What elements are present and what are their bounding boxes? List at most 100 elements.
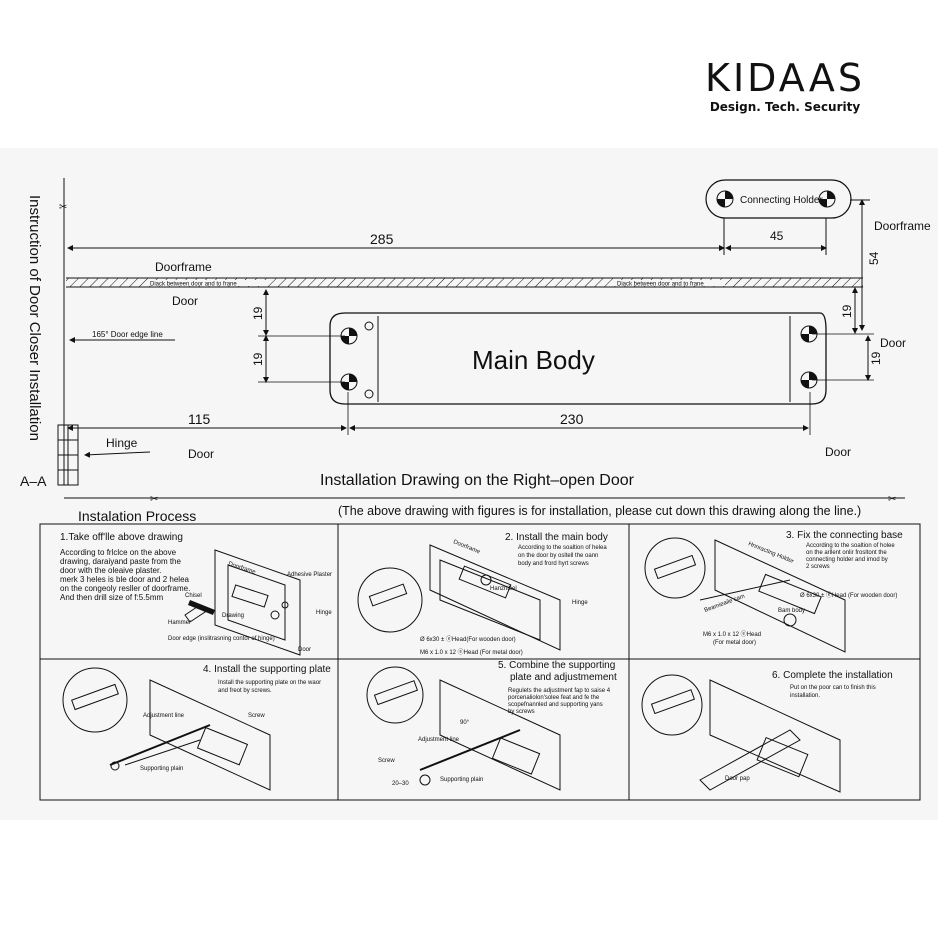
step-3-desc-line: 2 screws (806, 564, 830, 570)
step-1-panel: 1.Take off'lle above drawing According t… (60, 532, 332, 656)
step-4-label-screw: Screw (248, 713, 265, 719)
step-2-label-doorframe: Doorframe (452, 539, 481, 555)
step-1-desc-line: According to frlclce on the above (60, 548, 177, 557)
step-5-label-plate: Supporting plain (440, 777, 483, 783)
step-5-label-adjust: Adjustment line (418, 737, 460, 743)
step-3-label-holder: Hnnracting Holder (747, 541, 794, 565)
step-6-label-cap: Door pap (725, 776, 750, 782)
step-3-desc-line: According to the soaltion of holee (806, 543, 895, 549)
brand-tagline: Design. Tech. Security (709, 100, 861, 114)
dimension-19-right-bottom: 19 (869, 351, 883, 365)
gap-note-right: Diack between door and to frane (617, 282, 704, 288)
step-2-desc-line: on the door by osltell the oann (518, 553, 598, 559)
step-1-label-hinge: Hinge (316, 610, 332, 616)
step-2-title: 2. Install the main body (505, 532, 608, 543)
step-5-desc-line: porcenaliolon'solee feat and fe the (508, 695, 600, 701)
step-3-title: 3. Fix the connecting base (786, 530, 903, 541)
scissors-icon-right: ✂ (888, 494, 896, 505)
connecting-holder: Connecting Holder (705, 179, 852, 219)
instruction-sheet (0, 148, 938, 820)
step-6-panel: 6. Complete the installation Put on the … (641, 670, 893, 793)
dimension-19-left-bottom: 19 (251, 352, 265, 366)
brand-name: KIDAAS (705, 56, 865, 100)
dimension-230: 230 (560, 411, 584, 427)
dimension-115: 115 (188, 411, 211, 427)
step-2-desc-line: According to the soaltion of helea (518, 545, 607, 551)
step-3-label-wooden: Ø 6x30 ± ⓔHead (For wooden door) (800, 591, 897, 599)
step-4-panel: 4. Install the supporting plate Install … (62, 664, 331, 791)
step-5-desc-line: Regulets the adjustment fap to saise 4 (508, 688, 611, 694)
step-5-title-2: plate and adjustmement (510, 672, 617, 683)
scissors-icon-left: ✂ (150, 494, 158, 505)
cut-note: (The above drawing with figures is for i… (338, 504, 861, 518)
dimension-19-right-top: 19 (840, 304, 854, 318)
process-title: Instalation Process (78, 508, 196, 524)
step-2-panel: 2. Install the main body According to th… (357, 532, 608, 656)
step-1-label-drawing: Drawing (222, 613, 244, 619)
doorframe-label: Doorframe (155, 260, 212, 274)
dimension-285: 285 (370, 231, 394, 247)
step-4-label-adjust: Adjustment line (143, 713, 185, 719)
step-1-desc-line: on the congeoly resller of doorframe. (60, 584, 190, 593)
step-3-label-metal-head: M6 x 1.0 x 12 ⓔHead (703, 630, 761, 638)
step-1-label-adhesive: Adhesive Plaster (287, 572, 332, 578)
step-1-desc-line: merk 3 heles is ble door and 2 helea (60, 575, 190, 584)
step-2-label-mainbody: Hanznibel (490, 586, 517, 592)
scissors-icon: ✂ (59, 202, 67, 213)
step-4-desc-line: and freot by screws. (218, 688, 272, 694)
step-5-label-screw: Screw (378, 758, 395, 764)
door-bottom-right-label: Door (825, 445, 851, 459)
step-3-label-arm: Beamieaile cam (704, 594, 746, 614)
step-3-label-body: Bam body (778, 608, 805, 614)
step-3-label-metal: (For metal door) (713, 640, 756, 646)
door-top-left-label: Door (172, 294, 198, 308)
step-5-desc-line: by screws (508, 709, 535, 715)
brand-logo: KIDAAS Design. Tech. Security (700, 58, 870, 114)
step-2-desc-line: body and frord hyrt screws (518, 561, 589, 567)
step-2-label-metal: M6 x 1.0 x 12 ⓔHead (For metal door) (420, 648, 523, 656)
step-6-desc-line: installation. (790, 693, 820, 699)
main-body-label: Main Body (472, 345, 595, 375)
step-5-title: 5. Combine the supporting (498, 660, 615, 671)
vertical-title: Instruction of Door Closer Installation (26, 195, 43, 441)
step-6-title: 6. Complete the installation (772, 670, 893, 681)
step-5-panel: 5. Combine the supporting plate and adju… (366, 660, 617, 791)
step-5-desc-line: scopefnannled and supporting yans (508, 702, 603, 708)
section-label: A–A (20, 473, 47, 489)
step-5-label-angle: 90° (460, 720, 470, 726)
doorframe-right-label: Doorframe (874, 219, 931, 233)
door-right-label: Door (880, 336, 906, 350)
step-2-label-hinge: Hinge (572, 600, 588, 606)
step-1-label-door-edge: Door edge (inslitrasning contor of hinge… (168, 636, 275, 642)
step-3-panel: 3. Fix the connecting base According to … (644, 530, 903, 653)
step-1-desc-line: And then drill size of f:5.5mm (60, 593, 163, 602)
dimension-19-left-top: 19 (251, 306, 265, 320)
step-2-label-wooden: Ø 6x30 ± ⓔHead(For wooden door) (420, 635, 516, 643)
step-1-desc-line: door with the oleaive plaster. (60, 566, 161, 575)
step-1-label-door: Door (298, 647, 311, 653)
step-4-desc-line: Install the supporting plate on the waor (218, 680, 321, 686)
dimension-54: 54 (867, 251, 881, 265)
step-4-title: 4. Install the supporting plate (203, 664, 331, 675)
hinge-drawing (57, 424, 151, 486)
gap-note-left: Diack between door and to frane (150, 282, 237, 288)
doorframe-hatch (66, 278, 863, 287)
step-4-label-plate: Supporting plain (140, 766, 183, 772)
step-3-desc-line: on the arllent onlir frosltont the (806, 550, 887, 556)
step-1-label-hammer: Hammer (168, 620, 191, 626)
step-1-label-chisel: Chisel (185, 593, 202, 599)
step-1-desc-line: drawing, daraiyand paste from the (60, 557, 182, 566)
step-6-desc-line: Put on the poor can to finish this (790, 685, 876, 691)
main-body-outline (329, 312, 827, 405)
installation-drawing-title: Installation Drawing on the Right–open D… (320, 472, 635, 489)
step-5-label-range: 20–30 (392, 781, 409, 787)
step-3-desc-line: connecting holder and imod by (806, 557, 888, 563)
process-grid (39, 523, 921, 801)
connecting-holder-label: Connecting Holder (740, 195, 823, 206)
door-edge-line-label: 165° Door edge line (92, 330, 163, 339)
dimension-45: 45 (770, 229, 784, 243)
step-1-title: 1.Take off'lle above drawing (60, 532, 183, 543)
hinge-label: Hinge (106, 436, 138, 450)
